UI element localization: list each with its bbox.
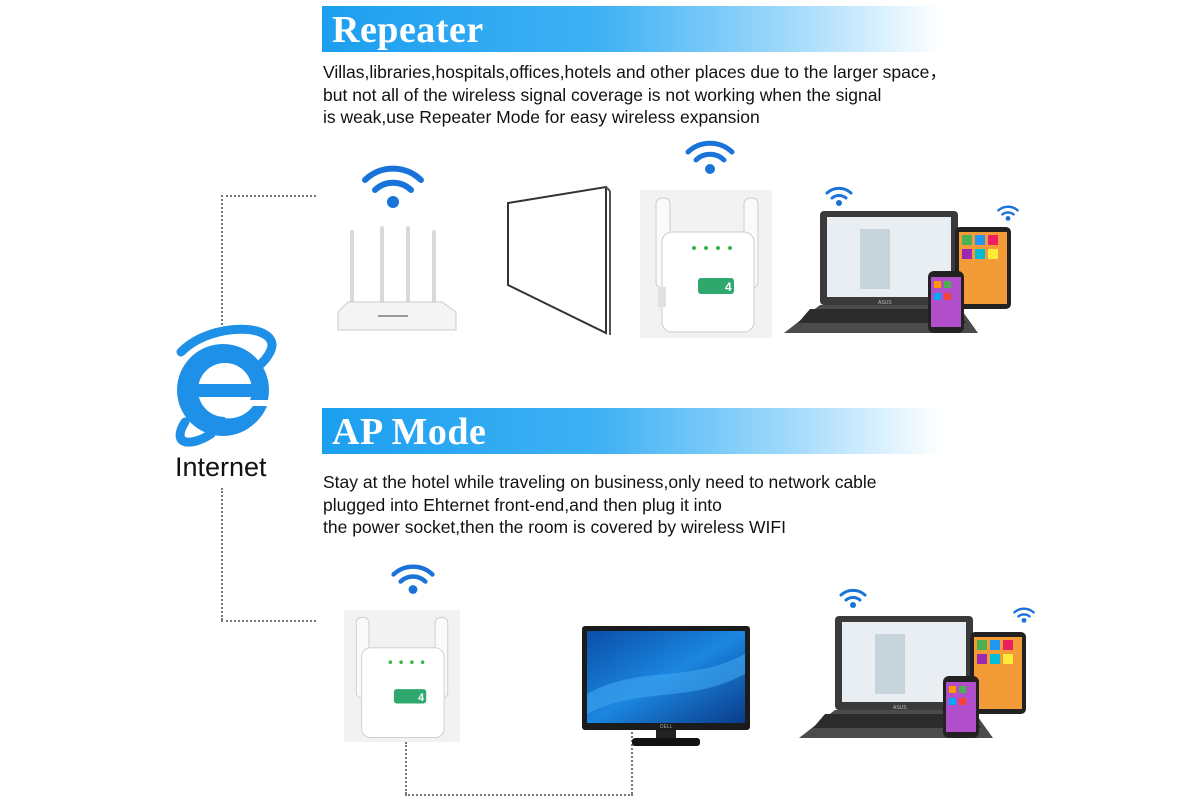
connector-top-horizontal (221, 195, 316, 197)
cable-vertical-right (631, 728, 633, 794)
wifi-icon (1013, 607, 1035, 623)
repeater-description: Villas,libraries,hospitals,offices,hotel… (323, 61, 947, 129)
laptop-brand: ASUS (878, 300, 892, 306)
wall-obstacle (507, 185, 611, 335)
wifi-icon (685, 140, 735, 174)
laptop-tablet-phone: ASUS (784, 211, 1011, 333)
monitor-brand: DELL (660, 724, 673, 730)
wifi-icon (362, 165, 424, 208)
wifi-icon (839, 588, 867, 608)
connector-bottom-horizontal (221, 620, 316, 622)
wifi-repeater-device: 4 (655, 197, 759, 333)
wireless-router (337, 226, 457, 331)
internet-explorer-icon (175, 324, 283, 447)
ap-mode-line-2: plugged into Ehternet front-end,and then… (323, 494, 722, 515)
ap-mode-line-1: Stay at the hotel while traveling on bus… (323, 472, 877, 492)
laptop-brand: ASUS (893, 705, 907, 711)
ap-mode-line-3: the power socket,then the room is covere… (323, 517, 786, 537)
wifi-icon (391, 564, 435, 594)
repeater-line-2: but not all of the wireless signal cover… (323, 84, 882, 105)
repeater-banner: Repeater (322, 6, 942, 52)
repeater-line-1: Villas,libraries,hospitals,offices,hotel… (323, 62, 947, 82)
wifi-icon (997, 205, 1019, 221)
connector-bottom-vertical (221, 488, 223, 620)
ap-mode-title: AP Mode (332, 411, 487, 453)
wifi-badge-text: 4 (725, 280, 732, 294)
ap-mode-description: Stay at the hotel while traveling on bus… (323, 471, 877, 539)
connector-top-vertical (221, 195, 223, 325)
cable-vertical-left (405, 742, 407, 794)
repeater-title: Repeater (332, 9, 484, 51)
ap-mode-banner: AP Mode (322, 408, 942, 454)
internet-label: Internet (175, 452, 267, 482)
cable-horizontal (405, 794, 633, 796)
wifi-icon (825, 186, 853, 206)
laptop-tablet-phone: ASUS (799, 616, 1026, 738)
wifi-badge-text: 4 (418, 692, 424, 704)
wifi-repeater-device: 4 (355, 616, 449, 738)
desktop-monitor: DELL (582, 626, 750, 746)
repeater-line-3: is weak,use Repeater Mode for easy wirel… (323, 107, 760, 127)
